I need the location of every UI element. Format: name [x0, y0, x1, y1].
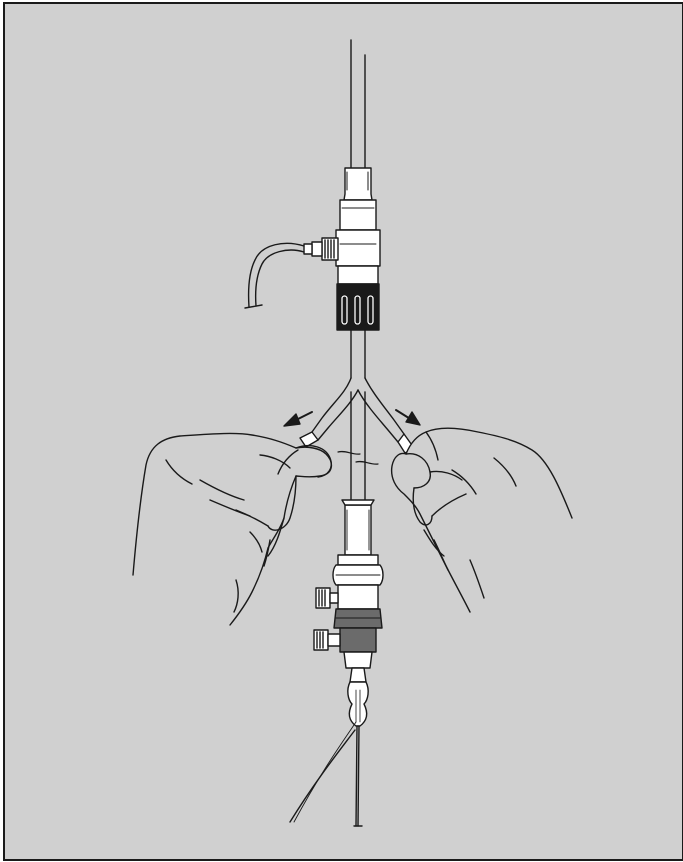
background-panel: [4, 3, 683, 860]
black-hub: [337, 284, 379, 330]
